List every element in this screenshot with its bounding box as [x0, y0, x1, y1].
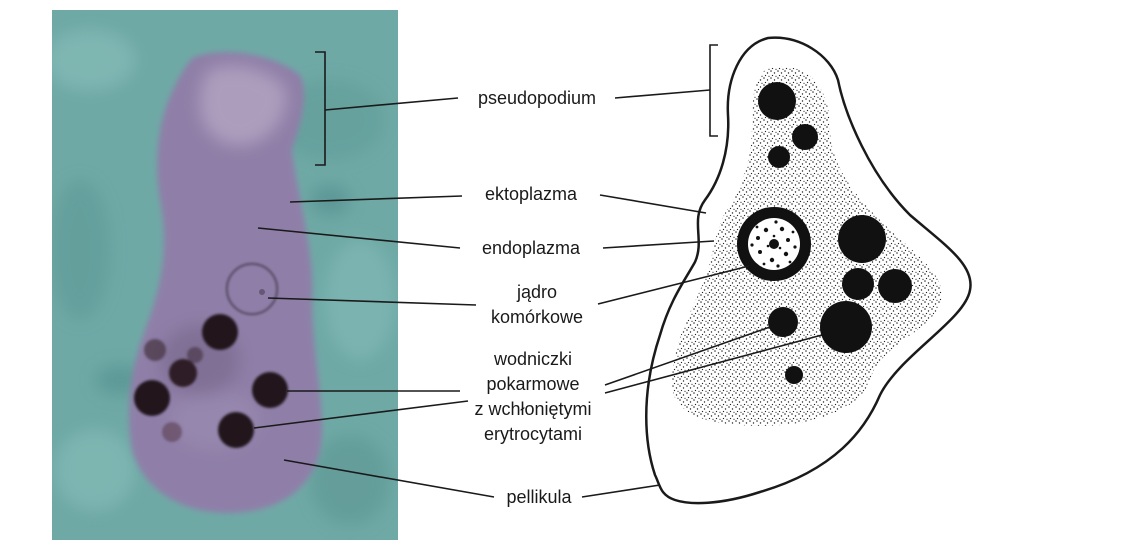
pointer-ectoplasm-right	[599, 194, 707, 214]
label-ectoplasm: ektoplazma	[484, 184, 578, 204]
amoeba-drawing	[645, 36, 972, 505]
photo-food-vacuoles	[134, 314, 288, 448]
pointer-nucleus-right	[597, 265, 750, 305]
pointer-pellicle-right	[581, 484, 661, 498]
pointer-endoplasm-left	[257, 227, 461, 249]
label-food-vacuoles: wodniczki pokarmowe z wchłoniętymi erytr…	[433, 347, 633, 447]
leader-lines	[253, 89, 823, 498]
drawing-food-vacuoles	[758, 82, 912, 384]
label-vacuoles-line2: pokarmowe	[486, 374, 580, 394]
pointer-ectoplasm-left	[289, 195, 463, 203]
drawing-nucleus	[737, 207, 811, 281]
pointer-vacuoles-left-2	[253, 400, 469, 429]
label-pseudopodium: pseudopodium	[477, 88, 597, 108]
label-nucleus-line1: jądro	[516, 282, 558, 302]
micrograph-photo	[52, 10, 398, 540]
label-vacuoles-line3: z wchłoniętymi	[474, 399, 592, 419]
pointer-pellicle-left	[283, 459, 495, 498]
right-pseudopodium-bracket	[709, 44, 718, 137]
pointer-nucleus-left	[267, 297, 477, 306]
photo-nucleus	[226, 263, 278, 315]
left-pseudopodium-bracket	[315, 51, 326, 166]
pointer-pseudopodium-left	[324, 97, 459, 111]
label-nucleus: jądro komórkowe	[437, 280, 637, 330]
label-pellicle: pellikula	[506, 487, 572, 507]
label-endoplasm: endoplazma	[481, 238, 581, 258]
pointer-pseudopodium-right	[614, 89, 711, 99]
pointer-vacuoles-right-1	[604, 326, 771, 386]
pointer-vacuoles-right-2	[604, 334, 823, 394]
pointer-endoplasm-right	[602, 240, 715, 249]
label-vacuoles-line1: wodniczki	[493, 349, 573, 369]
label-nucleus-line2: komórkowe	[490, 307, 584, 327]
label-vacuoles-line4: erytrocytami	[483, 424, 582, 444]
